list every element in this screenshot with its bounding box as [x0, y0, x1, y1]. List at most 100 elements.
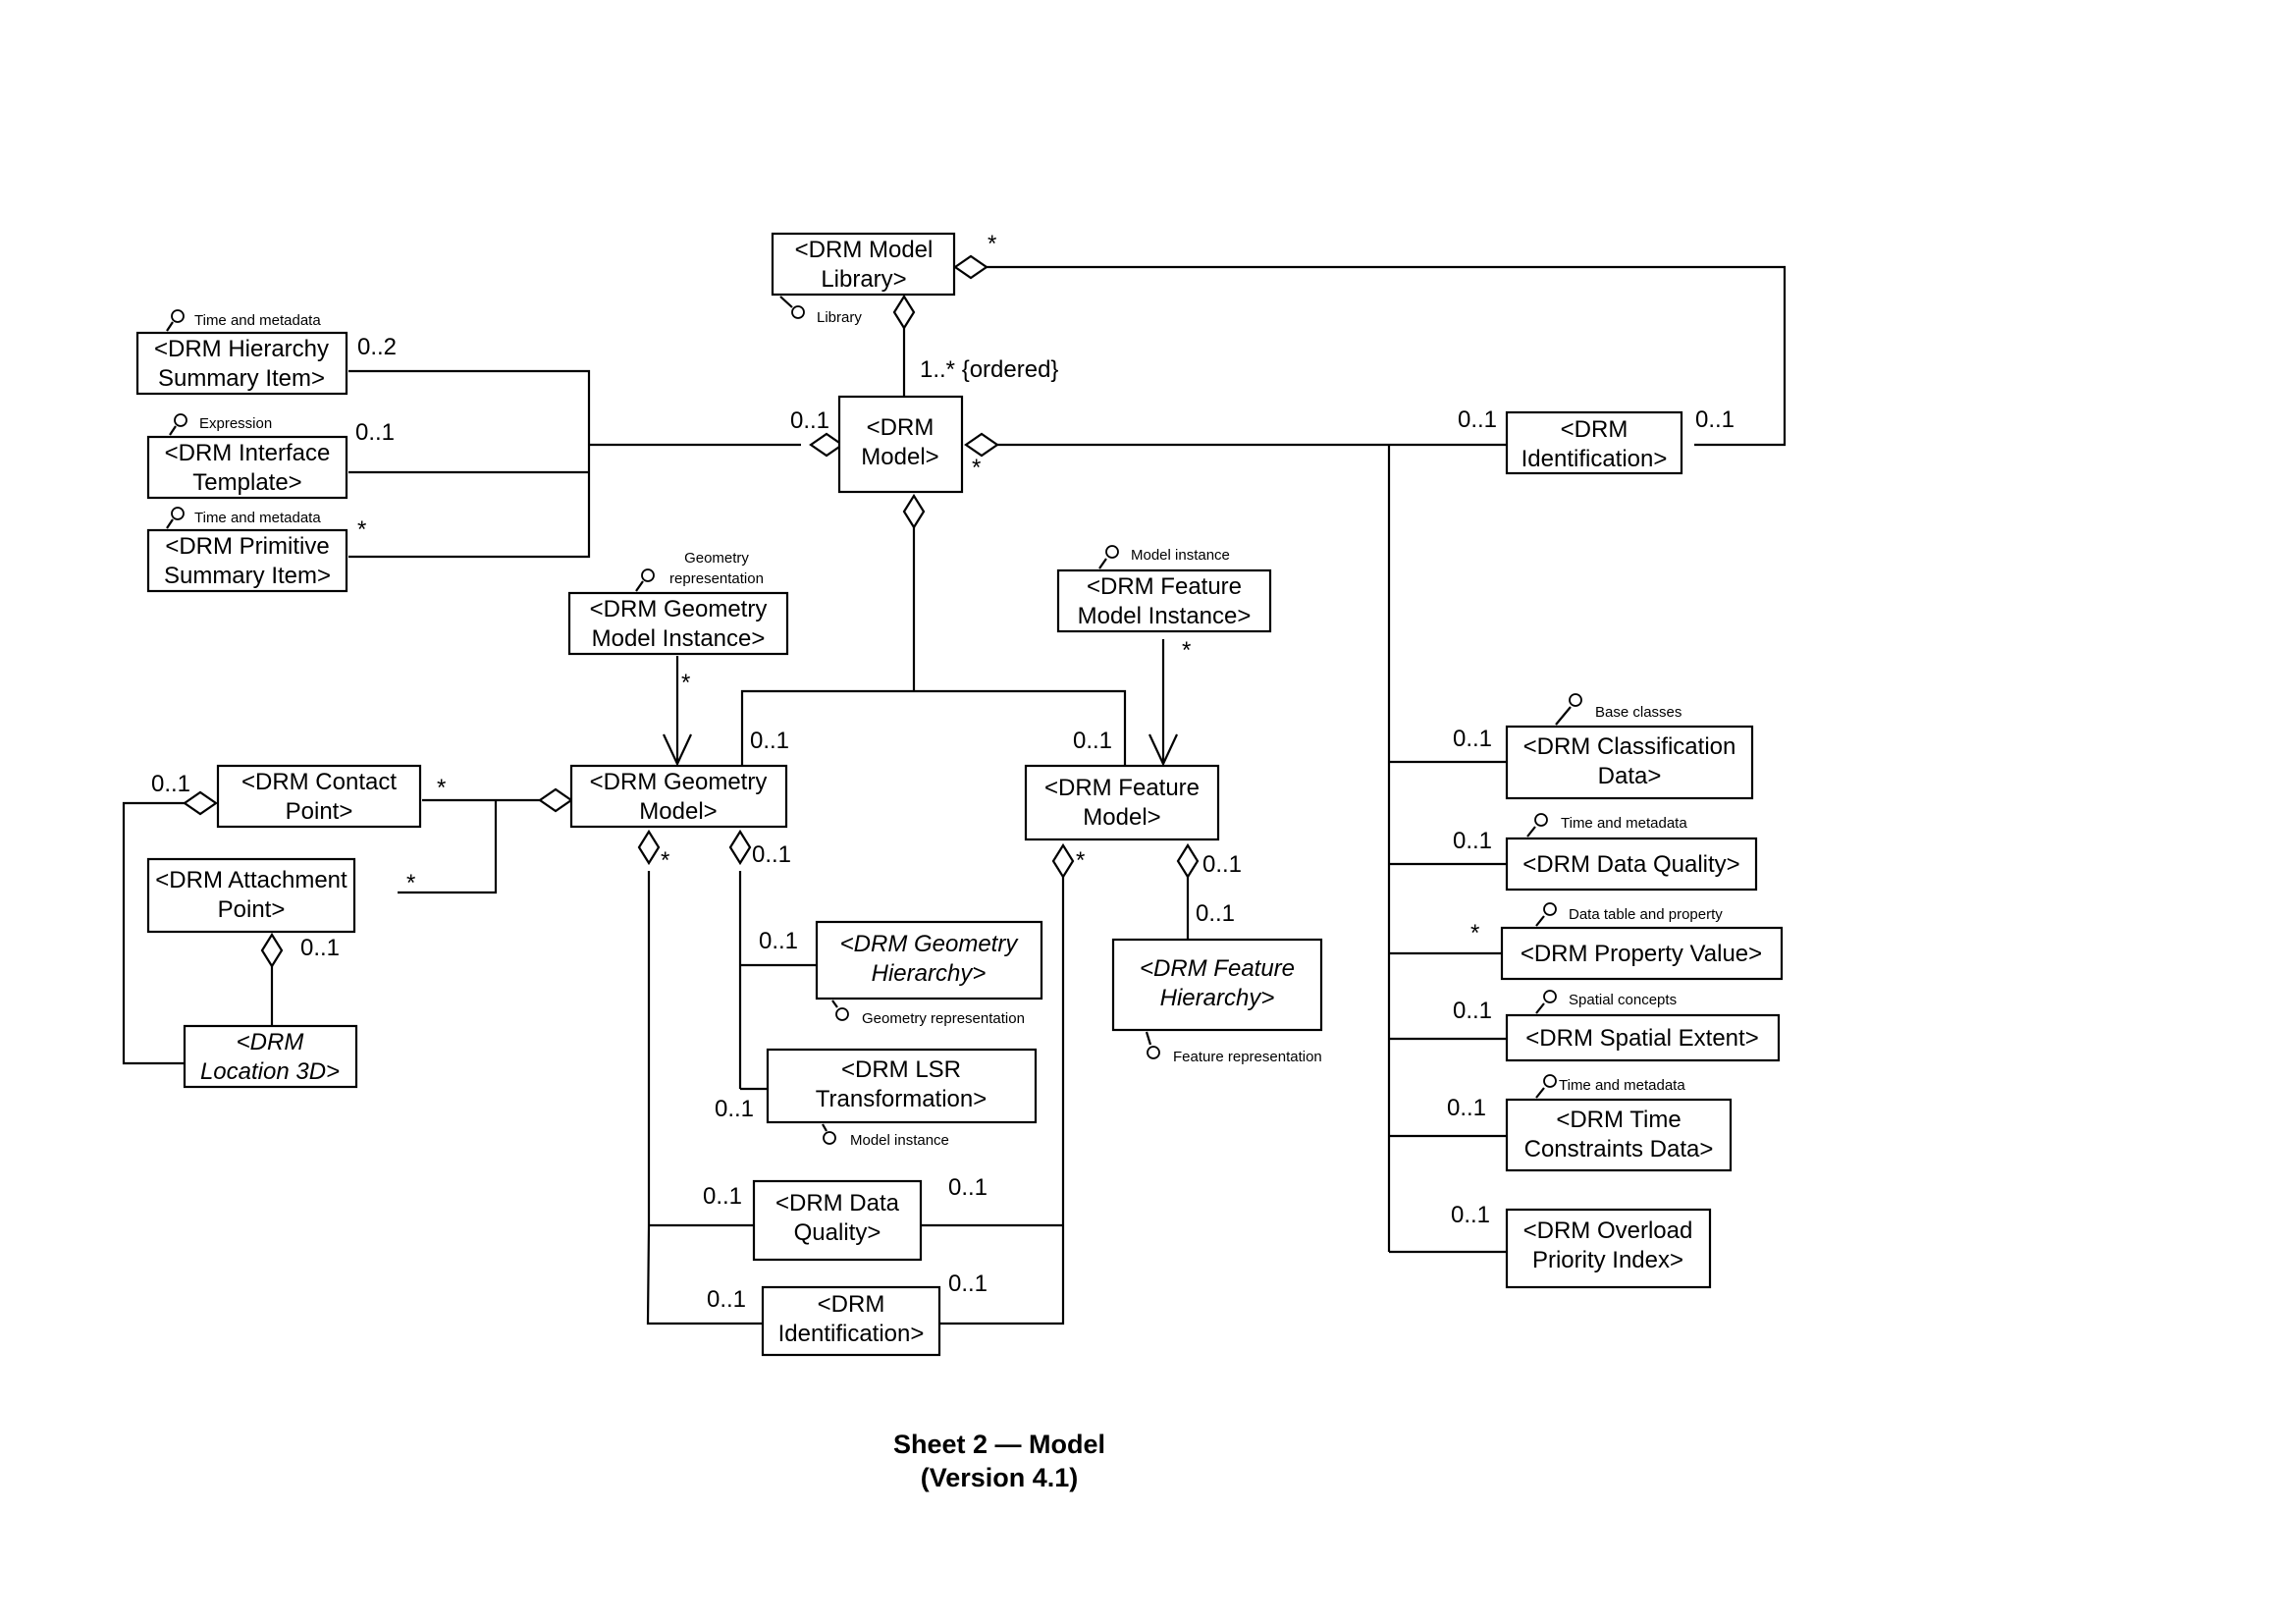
svg-text:<DRM Feature: <DRM Feature: [1140, 955, 1295, 982]
mult-ident-top-right: 0..1: [1695, 406, 1735, 433]
tag-feature-representation: Feature representation: [1145, 1031, 1322, 1065]
class-geometry-hierarchy: <DRM Geometry Hierarchy>: [815, 920, 1043, 1000]
svg-text:<DRM Data Quality>: <DRM Data Quality>: [1522, 851, 1739, 878]
svg-text:<DRM Hierarchy: <DRM Hierarchy: [154, 336, 329, 362]
tag-time-metadata-2: Time and metadata: [166, 507, 321, 529]
class-time-constraints-data: <DRM Time Constraints Data>: [1505, 1098, 1733, 1172]
diamond-feature-bottom-left: [1051, 842, 1075, 880]
diamond-library-bottom: [892, 294, 916, 331]
svg-text:Quality>: Quality>: [794, 1219, 881, 1246]
diamond-geometry-bottom-left: [637, 829, 661, 866]
mult-dq-right: 0..1: [948, 1174, 988, 1201]
tag-base-classes: Base classes: [1555, 693, 1682, 726]
svg-text:Spatial concepts: Spatial concepts: [1569, 992, 1677, 1008]
svg-text:<DRM: <DRM: [867, 414, 934, 441]
diamond-model-bottom: [902, 493, 926, 530]
svg-text:Data>: Data>: [1598, 763, 1662, 789]
class-hierarchy-summary-item: <DRM Hierarchy Summary Item>: [135, 331, 348, 396]
svg-text:<DRM Contact: <DRM Contact: [241, 769, 397, 795]
mult-model-right-star: *: [972, 455, 981, 481]
class-feature-model-instance: <DRM Feature Model Instance>: [1056, 568, 1272, 633]
mult-geom-model-sub: 0..1: [752, 841, 791, 868]
class-model-library: <DRM Model Library>: [771, 232, 956, 297]
svg-text:<DRM LSR: <DRM LSR: [841, 1056, 961, 1083]
class-property-value: <DRM Property Value>: [1500, 926, 1784, 981]
class-geometry-model-instance: <DRM Geometry Model Instance>: [567, 591, 789, 656]
mult-id-right: 0..1: [948, 1271, 988, 1297]
class-interface-template: <DRM Interface Template>: [146, 435, 348, 500]
sheet-title-line2: (Version 4.1): [921, 1463, 1079, 1492]
mult-model-left: 0..1: [790, 407, 829, 434]
mult-attach-star: *: [406, 870, 415, 896]
svg-text:<DRM Feature: <DRM Feature: [1044, 775, 1200, 801]
mult-geom-model-star: *: [661, 847, 669, 874]
mult-classification: 0..1: [1453, 726, 1492, 752]
diamond-feature-bottom-right: [1176, 842, 1200, 880]
class-attachment-point: <DRM Attachment Point>: [146, 857, 356, 934]
svg-text:Model Instance>: Model Instance>: [592, 625, 766, 652]
svg-text:Model>: Model>: [1083, 804, 1160, 831]
svg-text:Priority Index>: Priority Index>: [1532, 1247, 1683, 1273]
svg-text:<DRM Interface: <DRM Interface: [165, 440, 331, 466]
svg-text:Template>: Template>: [192, 469, 301, 496]
tag-geometry-representation-bottom: Geometry representation: [831, 1000, 1025, 1027]
svg-text:Model instance: Model instance: [850, 1132, 949, 1149]
mult-time: 0..1: [1447, 1095, 1486, 1121]
class-classification-data: <DRM Classification Data>: [1505, 725, 1754, 800]
mult-feat-hier: 0..1: [1196, 900, 1235, 927]
tag-expression: Expression: [169, 413, 272, 436]
svg-text:<DRM Time: <DRM Time: [1556, 1107, 1681, 1133]
svg-text:<DRM Property Value>: <DRM Property Value>: [1521, 941, 1762, 967]
class-location-3d: <DRM Location 3D>: [183, 1024, 358, 1089]
tag-model-instance-bottom: Model instance: [822, 1123, 949, 1149]
mult-dq-left: 0..1: [703, 1183, 742, 1210]
mult-lsr: 0..1: [715, 1096, 754, 1122]
svg-text:<DRM Geometry: <DRM Geometry: [590, 769, 768, 795]
mult-library-star: *: [988, 231, 996, 257]
navigation-arrows: [663, 733, 1178, 767]
class-primitive-summary-item: <DRM Primitive Summary Item>: [146, 528, 348, 593]
svg-text:representation: representation: [669, 570, 764, 587]
mult-geom-instance-star: *: [681, 670, 690, 696]
diamond-geometry-left: [538, 787, 573, 813]
svg-text:Time and metadata: Time and metadata: [194, 312, 321, 329]
diamond-library-right: [953, 254, 988, 280]
class-lsr-transformation: <DRM LSR Transformation>: [766, 1048, 1038, 1124]
tag-time-metadata-1: Time and metadata: [166, 309, 321, 332]
svg-text:Location 3D>: Location 3D>: [200, 1058, 340, 1085]
class-geometry-model: <DRM Geometry Model>: [569, 764, 788, 829]
mult-contact-star: *: [437, 775, 446, 801]
mult-spatial: 0..1: [1453, 998, 1492, 1024]
svg-text:<DRM Model: <DRM Model: [795, 237, 934, 263]
class-overload-priority-index: <DRM Overload Priority Index>: [1505, 1208, 1712, 1289]
svg-text:<DRM Spatial Extent>: <DRM Spatial Extent>: [1525, 1025, 1758, 1052]
mult-attach-location: 0..1: [300, 935, 340, 961]
svg-text:<DRM Classification: <DRM Classification: [1523, 733, 1736, 760]
svg-text:Transformation>: Transformation>: [816, 1086, 988, 1112]
class-data-quality-bottom: <DRM Data Quality>: [752, 1179, 923, 1262]
svg-text:Library: Library: [817, 309, 862, 326]
aggregation-diamonds: [183, 254, 1200, 969]
diamond-geometry-bottom-right: [728, 829, 752, 866]
mult-id-left: 0..1: [707, 1286, 746, 1313]
svg-text:Geometry: Geometry: [684, 550, 749, 567]
mult-primitive: *: [357, 516, 366, 543]
mult-interface: 0..1: [355, 419, 395, 446]
svg-text:Model>: Model>: [639, 798, 717, 825]
svg-text:Hierarchy>: Hierarchy>: [872, 960, 987, 987]
svg-text:Hierarchy>: Hierarchy>: [1160, 985, 1275, 1011]
tag-time-metadata-4: Time and metadata: [1535, 1074, 1685, 1099]
svg-text:<DRM: <DRM: [1561, 416, 1629, 443]
mult-ident-top-left: 0..1: [1458, 406, 1497, 433]
svg-text:Time and metadata: Time and metadata: [1561, 815, 1687, 832]
arrow-geometry-instance: [663, 733, 692, 767]
class-data-quality-right: <DRM Data Quality>: [1505, 837, 1758, 892]
svg-text:<DRM Primitive: <DRM Primitive: [165, 533, 329, 560]
diamond-model-right: [964, 432, 999, 458]
svg-text:Time and metadata: Time and metadata: [1559, 1077, 1685, 1094]
multiplicity-labels: * 1..* {ordered} 0..2 0..1 * 0..1 * 0..1…: [151, 231, 1735, 1313]
svg-text:Summary Item>: Summary Item>: [164, 563, 331, 589]
mult-geom-hier: 0..1: [759, 928, 798, 954]
mult-feat-model-top: 0..1: [1073, 728, 1112, 754]
